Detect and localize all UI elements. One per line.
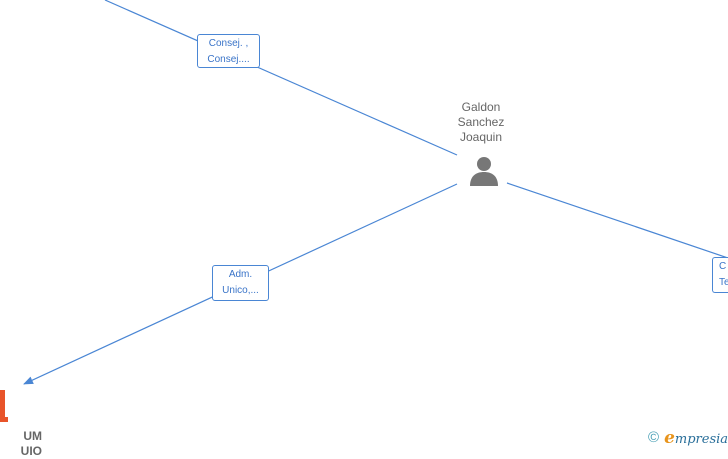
edge-label-right[interactable]: C Te (712, 257, 728, 293)
copyright-icon: © (648, 429, 660, 446)
person-icon[interactable] (467, 154, 501, 188)
edge-label-line: Te (719, 277, 728, 288)
company-name-line: UIO (20, 444, 42, 458)
company-name-line: UM (23, 429, 42, 443)
edge-line-consej (104, 0, 458, 156)
person-name-line: Galdon (461, 100, 501, 114)
company-name[interactable]: UM UIO (0, 429, 42, 459)
edge-label-line: Consej.... (207, 54, 250, 65)
edge-line-right (506, 182, 728, 259)
person-name-line: Joaquin (459, 130, 503, 144)
empresia-logo: © empresia (648, 428, 728, 448)
brand-initial: e (664, 428, 675, 448)
person-name-line: Sanchez (457, 115, 505, 129)
edge-label-line: Consej. , (208, 38, 249, 49)
brand-rest: mpresia (674, 432, 728, 447)
edge-label-adm-unico[interactable]: Adm. Unico,... (212, 265, 269, 301)
edge-label-line: Unico,... (222, 285, 259, 296)
building-icon[interactable] (0, 386, 8, 426)
edge-label-line: C (719, 261, 727, 272)
edge-label-line: Adm. (228, 269, 253, 280)
edge-label-consej[interactable]: Consej. , Consej.... (197, 34, 260, 68)
person-name[interactable]: Galdon Sanchez Joaquin (434, 100, 528, 145)
brand-name: empresia (664, 428, 728, 448)
